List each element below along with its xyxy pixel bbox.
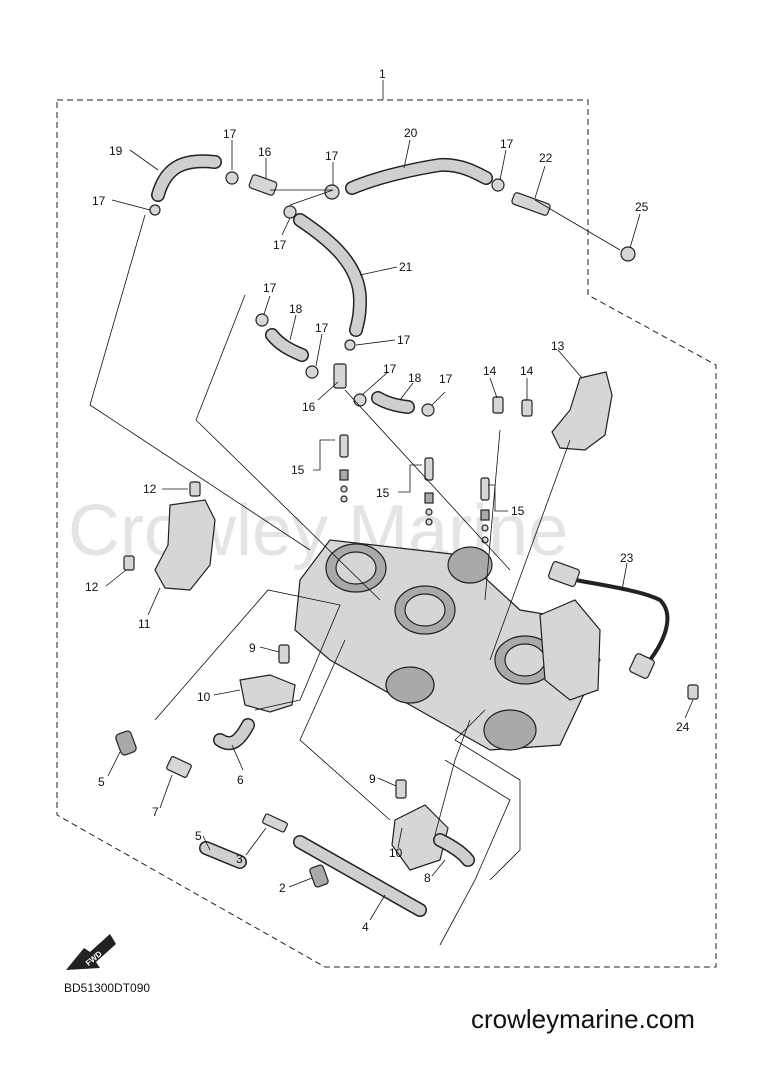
callout-17[interactable]: 17: [92, 194, 106, 208]
sensor-10-lower[interactable]: [391, 804, 449, 871]
site-footer[interactable]: crowleymarine.com: [471, 1004, 695, 1034]
callout-12[interactable]: 12: [85, 580, 99, 594]
sensor-11[interactable]: [154, 499, 216, 591]
hose-21[interactable]: [293, 213, 367, 337]
hose-4[interactable]: [293, 835, 427, 917]
leader-lines: [89, 139, 694, 946]
callout-3[interactable]: 3: [236, 852, 243, 866]
clamp-17[interactable]: [421, 403, 435, 417]
drawing-code: BD51300DT090: [64, 981, 150, 995]
callout-17[interactable]: 17: [397, 333, 411, 347]
callout-9[interactable]: 9: [369, 772, 376, 786]
cap-5[interactable]: [115, 730, 138, 756]
bolt-9-lower[interactable]: [395, 779, 407, 799]
assembly-boundary: [56, 99, 717, 968]
callout-5[interactable]: 5: [98, 775, 105, 789]
joint-7[interactable]: [166, 756, 192, 778]
hose-19[interactable]: [151, 154, 222, 202]
joint-22[interactable]: [511, 192, 551, 216]
clamp-17[interactable]: [491, 178, 505, 192]
bolt-24[interactable]: [687, 684, 699, 700]
hose-6[interactable]: [213, 718, 255, 751]
clamp-17[interactable]: [149, 204, 161, 216]
joint-16-lower[interactable]: [333, 363, 347, 389]
callout-14[interactable]: 14: [520, 364, 534, 378]
clamp-17[interactable]: [344, 339, 356, 351]
joint-3[interactable]: [262, 813, 288, 833]
callout-7[interactable]: 7: [152, 805, 159, 819]
callout-17[interactable]: 17: [263, 281, 277, 295]
harness-23[interactable]: [548, 560, 670, 680]
bolt-14[interactable]: [521, 399, 533, 417]
bolt-12[interactable]: [189, 481, 201, 497]
hose-8[interactable]: [433, 833, 475, 867]
callout-22[interactable]: 22: [539, 151, 553, 165]
callout-21[interactable]: 21: [399, 260, 413, 274]
callout-11[interactable]: 11: [138, 617, 151, 631]
callout-4[interactable]: 4: [362, 920, 369, 934]
callout-24[interactable]: 24: [676, 720, 690, 734]
callout-23[interactable]: 23: [620, 551, 634, 565]
callout-15[interactable]: 15: [511, 504, 525, 518]
callout-15[interactable]: 15: [291, 463, 305, 477]
callout-10[interactable]: 10: [389, 846, 403, 860]
callout-25[interactable]: 25: [635, 200, 649, 214]
joint-16-upper[interactable]: [248, 174, 278, 196]
throttle-body-assembly[interactable]: [294, 539, 601, 751]
callout-19[interactable]: 19: [109, 144, 123, 158]
sensor-13[interactable]: [551, 371, 613, 451]
callout-17[interactable]: 17: [500, 137, 514, 151]
callout-18[interactable]: 18: [289, 302, 303, 316]
callout-15[interactable]: 15: [376, 486, 390, 500]
hose-18-lower[interactable]: [371, 391, 415, 414]
cap-2[interactable]: [309, 864, 329, 888]
clamp-17[interactable]: [324, 184, 340, 200]
callout-16[interactable]: 16: [258, 145, 272, 159]
callout-1[interactable]: 1: [379, 67, 386, 81]
hose-18-upper[interactable]: [265, 328, 309, 362]
bolt-14[interactable]: [492, 396, 504, 414]
hose-5[interactable]: [199, 841, 247, 869]
clamp-17[interactable]: [305, 365, 319, 379]
hose-20[interactable]: [345, 157, 493, 195]
callout-2[interactable]: 2: [279, 881, 286, 895]
callout-14[interactable]: 14: [483, 364, 497, 378]
callout-9[interactable]: 9: [249, 641, 256, 655]
callout-17[interactable]: 17: [439, 372, 453, 386]
callout-10[interactable]: 10: [197, 690, 211, 704]
clamp-25[interactable]: [620, 246, 636, 262]
callout-18[interactable]: 18: [408, 371, 422, 385]
bolt-9-upper[interactable]: [278, 644, 290, 664]
callout-17[interactable]: 17: [325, 149, 339, 163]
screw-set-15-left[interactable]: [339, 434, 349, 503]
callout-17[interactable]: 17: [315, 321, 329, 335]
callout-17[interactable]: 17: [273, 238, 287, 252]
callout-20[interactable]: 20: [404, 126, 418, 140]
screw-set-15-mid[interactable]: [424, 457, 434, 526]
callout-6[interactable]: 6: [237, 773, 244, 787]
sensor-10-upper[interactable]: [239, 674, 296, 713]
callout-16[interactable]: 16: [302, 400, 316, 414]
clamp-17[interactable]: [255, 313, 269, 327]
callout-17[interactable]: 17: [383, 362, 397, 376]
forward-arrow-icon: FWD: [66, 934, 116, 970]
callout-13[interactable]: 13: [551, 339, 565, 353]
bolt-12[interactable]: [123, 555, 135, 571]
clamp-17[interactable]: [225, 171, 239, 185]
callout-5[interactable]: 5: [195, 829, 202, 843]
clamp-17[interactable]: [283, 205, 297, 219]
clamp-17[interactable]: [353, 393, 367, 407]
callout-8[interactable]: 8: [424, 871, 431, 885]
callout-17[interactable]: 17: [223, 127, 237, 141]
callout-12[interactable]: 12: [143, 482, 157, 496]
